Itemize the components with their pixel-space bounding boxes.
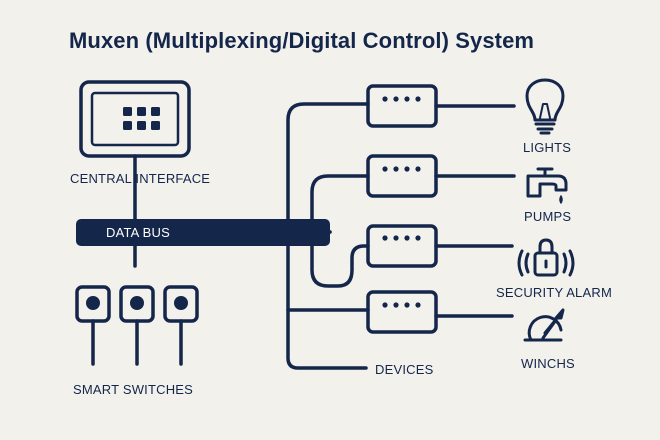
switch-knob-1 (86, 296, 100, 310)
switch-knob-3 (174, 296, 188, 310)
pump-faucet-icon (526, 167, 568, 204)
device-module-4 (366, 290, 438, 334)
lightbulb-icon (525, 78, 565, 135)
diagram-title: Muxen (Multiplexing/Digital Control) Sys… (69, 28, 535, 53)
module-indicator-dots (382, 96, 421, 308)
trunk-line-module-3 (310, 230, 370, 288)
device-module-2 (366, 154, 438, 198)
devices-label: DEVICES (375, 362, 434, 377)
output-label-security-alarm: SECURITY ALARM (496, 285, 612, 300)
switch-knob-2 (130, 296, 144, 310)
device-module-3 (366, 224, 438, 268)
central-interface-label: CENTRAL INTERFACE (70, 171, 211, 186)
smart-switches-label: SMART SWITCHES (73, 382, 194, 397)
smart-switch-2 (119, 285, 155, 366)
smart-switch-3 (163, 285, 199, 366)
smart-switch-1 (75, 285, 111, 366)
keypad-icon (123, 107, 160, 130)
device-module-1 (366, 84, 438, 128)
trunk-line-module-2 (310, 174, 370, 234)
output-label-pumps: PUMPS (524, 209, 572, 224)
data-bus-label: DATA BUS (106, 225, 170, 240)
winch-icon (523, 308, 565, 342)
trunk-line-main (286, 102, 370, 234)
data-bus-bar (76, 219, 330, 246)
security-alarm-icon (517, 238, 575, 277)
trunk-line-devices (286, 230, 368, 370)
central-interface-screen (79, 80, 191, 158)
output-label-lights: LIGHTS (523, 140, 572, 155)
output-label-winchs: WINCHS (521, 356, 575, 371)
